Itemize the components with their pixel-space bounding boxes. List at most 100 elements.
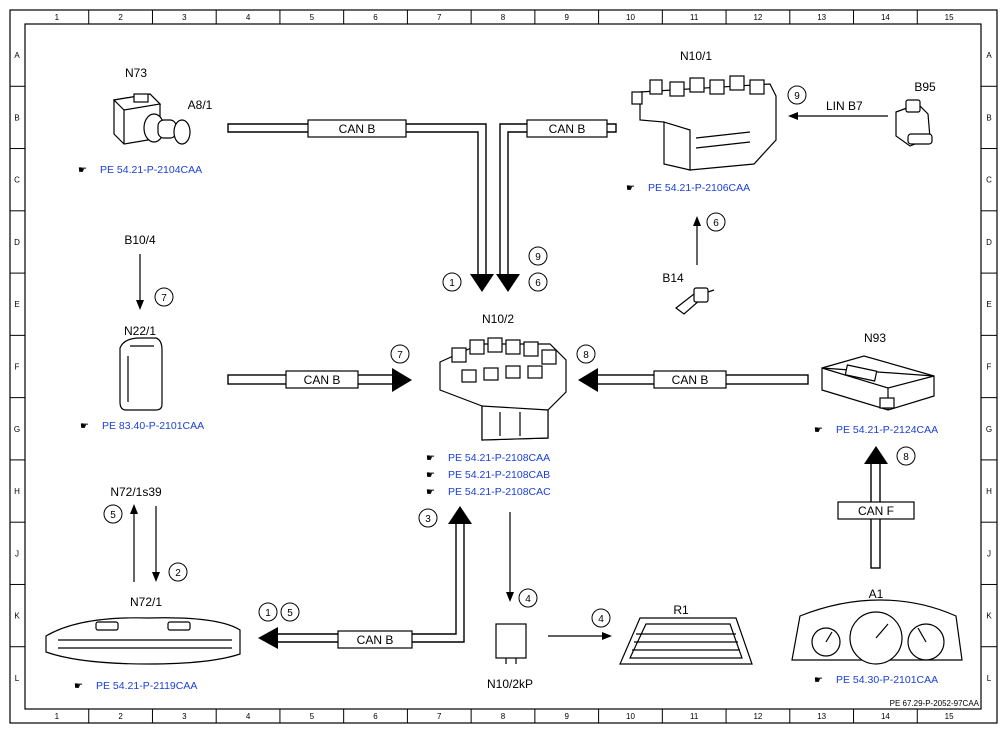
step-number: 5	[110, 510, 116, 521]
rear-window-picture	[619, 617, 753, 665]
ref-link-n93[interactable]: ☛ PE 54.21-P-2124CAA	[814, 424, 938, 436]
n10-2kp-arrowhead	[506, 592, 514, 602]
grid-column-label: 2	[118, 13, 123, 22]
grid-row-label: F	[987, 363, 992, 372]
step-circle: 5	[280, 602, 300, 622]
ref-link-text[interactable]: PE 54.21-P-2124CAA	[836, 424, 938, 436]
can-b-label-left-mid: CAN B	[304, 373, 341, 387]
outer-frame	[9, 9, 998, 724]
grid-row-label: H	[14, 487, 20, 496]
grid-column-label: 10	[626, 13, 635, 22]
n72-down-arrowhead	[152, 572, 160, 582]
n10-2-label: N10/2	[482, 312, 514, 326]
can-b-label-box-left-mid	[285, 370, 359, 389]
step-circle: 2	[168, 562, 188, 582]
hand-pointer-icon: ☛	[426, 487, 435, 498]
grid-column-label: 3	[182, 13, 187, 22]
grid-row-label: C	[14, 176, 20, 185]
can-b-label-box-top-right	[526, 119, 608, 138]
ref-link-text[interactable]: PE 83.40-P-2101CAA	[102, 420, 204, 432]
grid-row-label: B	[986, 113, 991, 122]
step-number: 9	[535, 252, 541, 263]
step-circle: 8	[896, 446, 916, 466]
a8-1-label: A8/1	[188, 98, 213, 112]
step-circle: 4	[591, 608, 611, 628]
b14-label: B14	[662, 271, 684, 285]
n72-1-panel-picture	[45, 617, 241, 665]
ref-link-text[interactable]: PE 54.21-P-2108CAC	[448, 486, 551, 498]
n10-1-label: N10/1	[680, 49, 712, 63]
grid-row-label: H	[986, 487, 992, 496]
ref-link-n10-2-c[interactable]: ☛ PE 54.21-P-2108CAC	[426, 486, 551, 498]
r1-arrowhead	[602, 632, 612, 640]
grid-row-label: F	[15, 363, 20, 372]
grid-column-label: 14	[881, 712, 890, 721]
n22-1-module-picture	[119, 337, 163, 411]
grid-row-label: K	[14, 612, 20, 621]
step-number: 9	[794, 91, 800, 102]
ref-link-n73[interactable]: ☛ PE 54.21-P-2104CAA	[78, 164, 202, 176]
lin-b7-arrowhead	[788, 112, 798, 120]
step-number: 4	[525, 594, 531, 605]
grid-row-label: A	[14, 51, 20, 60]
grid-column-label: 12	[753, 712, 762, 721]
grid-column-label: 5	[310, 13, 315, 22]
b95-sensor-picture	[895, 99, 933, 147]
n72-up-arrowhead	[130, 504, 138, 514]
b95-label: B95	[914, 80, 936, 94]
lin-b7-label: LIN B7	[826, 99, 863, 113]
ref-link-text[interactable]: PE 54.21-P-2108CAA	[448, 452, 550, 464]
ref-link-text[interactable]: PE 54.30-P-2101CAA	[836, 674, 938, 686]
ref-link-n10-2-b[interactable]: ☛ PE 54.21-P-2108CAB	[426, 469, 550, 481]
can-b-label-box-bottom	[337, 630, 413, 649]
ref-link-n10-2-a[interactable]: ☛ PE 54.21-P-2108CAA	[426, 452, 550, 464]
step-circle: 4	[518, 588, 538, 608]
ref-link-a1[interactable]: ☛ PE 54.30-P-2101CAA	[814, 674, 938, 686]
n93-module-picture	[821, 355, 935, 411]
grid-column-label: 8	[501, 13, 506, 22]
n73-label: N73	[125, 66, 147, 80]
grid-row-label: A	[986, 51, 992, 60]
step-number: 3	[425, 514, 431, 525]
grid-row-label: E	[14, 300, 19, 309]
inner-frame	[24, 23, 982, 710]
grid-column-label: 10	[626, 712, 635, 721]
hand-pointer-icon: ☛	[814, 675, 823, 686]
step-circle: 7	[154, 287, 174, 307]
instrument-cluster-picture	[791, 599, 963, 665]
b10-4-arrowhead	[136, 300, 144, 310]
step-circle: 6	[528, 272, 548, 292]
n10-1-module-picture	[631, 75, 777, 171]
grid-row-label: L	[987, 674, 992, 683]
ref-link-n72-1[interactable]: ☛ PE 54.21-P-2119CAA	[74, 680, 197, 692]
ref-link-n22-1[interactable]: ☛ PE 83.40-P-2101CAA	[80, 420, 204, 432]
can-b-label-bottom: CAN B	[357, 633, 394, 647]
grid-column-label: 12	[753, 13, 762, 22]
n72-1s39-label: N72/1s39	[110, 485, 162, 499]
can-b-label-top-right: CAN B	[549, 122, 586, 136]
can-b-label-box-top-left	[307, 119, 407, 138]
grid-column-label: 15	[945, 712, 954, 721]
step-number: 8	[903, 452, 909, 463]
step-number: 5	[287, 608, 293, 619]
step-circle: 7	[390, 344, 410, 364]
n10-2kp-label: N10/2kP	[487, 677, 533, 691]
ref-link-text[interactable]: PE 54.21-P-2119CAA	[96, 680, 197, 692]
step-number: 1	[449, 278, 455, 289]
grid-row-label: G	[986, 425, 992, 434]
step-number: 4	[598, 614, 604, 625]
ref-link-n10-1[interactable]: ☛ PE 54.21-P-2106CAA	[626, 182, 750, 194]
ref-link-text[interactable]: PE 54.21-P-2106CAA	[648, 182, 750, 194]
a1-label: A1	[869, 587, 884, 601]
ref-link-text[interactable]: PE 54.21-P-2108CAB	[448, 469, 550, 481]
step-circle: 1	[442, 272, 462, 292]
grid-row-label: K	[986, 612, 992, 621]
grid-column-label: 6	[373, 13, 378, 22]
can-b-label-right-mid: CAN B	[672, 373, 709, 387]
ref-link-text[interactable]: PE 54.21-P-2104CAA	[100, 164, 202, 176]
grid-column-label: 8	[501, 712, 506, 721]
step-circle: 3	[418, 508, 438, 528]
